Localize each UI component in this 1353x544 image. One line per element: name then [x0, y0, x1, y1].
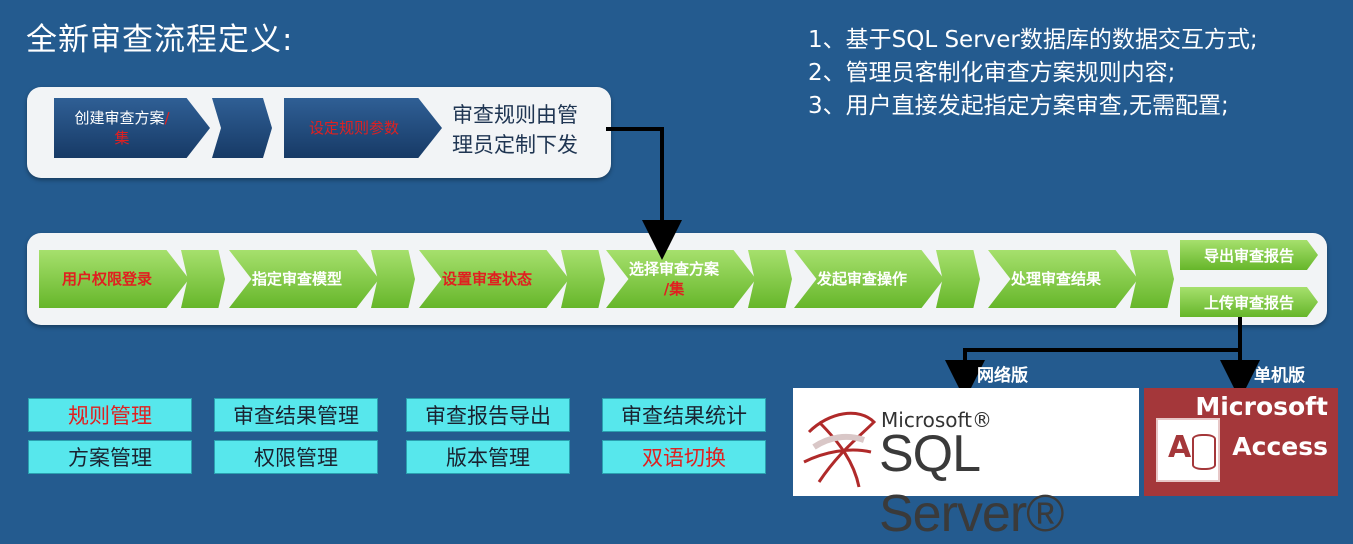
user-step-text-4: 选择审查方案: [628, 260, 719, 278]
upload-report-label: 上传审查报告: [1203, 293, 1294, 312]
description-line-1: 审查规则由管: [452, 103, 578, 127]
user-step-connector-3: [561, 250, 605, 308]
user-step-2: [229, 250, 379, 308]
module-7: 版本管理: [406, 440, 570, 474]
user-step-text-2: 指定审查模型: [251, 270, 342, 288]
admin-to-user-arrow: [606, 127, 682, 260]
user-step-label-2: 指定审查模型: [233, 250, 361, 308]
admin-step-set-params: [284, 98, 442, 158]
admin-arrow-connector: [212, 98, 272, 158]
access-icon: A: [1156, 418, 1220, 482]
user-step-3: [419, 250, 569, 308]
admin-step-set-params-label: 设定规则参数: [308, 119, 399, 137]
user-step-label-1: 用户权限登录: [43, 250, 171, 308]
module-8: 双语切换: [602, 440, 766, 474]
admin-step-create-plan-label: 创建审查方案/ 集: [58, 104, 186, 152]
user-step-connector-6: [1130, 250, 1174, 308]
sql-server-icon: [803, 411, 877, 488]
create-plan-slash: /: [164, 109, 170, 127]
note-line-2: 2、管理员客制化审查方案规则内容;: [808, 60, 1176, 86]
user-step-1: [39, 250, 189, 308]
user-step-connector-5: [936, 250, 980, 308]
user-step-label-4: 选择审查方案/集: [610, 250, 738, 308]
admin-flow-description: 审查规则由管 理员定制下发: [452, 100, 602, 160]
note-line-1: 1、基于SQL Server数据库的数据交互方式;: [808, 27, 1258, 53]
description-line-2: 理员定制下发: [452, 133, 578, 157]
access-db-icon: [1192, 434, 1216, 470]
export-report-step: 导出审查报告: [1180, 240, 1318, 270]
module-1: 规则管理: [28, 398, 192, 432]
sql-server-logo: Microsoft® SQL Server®: [793, 388, 1139, 543]
sql-microsoft-text: Microsoft®: [881, 408, 993, 432]
module-6: 权限管理: [214, 440, 378, 474]
create-plan-set: 集: [114, 129, 130, 147]
sql-server-text: SQL Server®: [879, 425, 1064, 543]
user-step-subtext-4: /集: [663, 280, 685, 298]
access-name-text: Access: [1232, 432, 1328, 461]
user-step-text-3: 设置审查状态: [441, 270, 532, 288]
user-step-text-6: 处理审查结果: [1010, 270, 1101, 288]
module-2: 审查结果管理: [214, 398, 378, 432]
note-line-3: 3、用户直接发起指定方案审查,无需配置;: [808, 93, 1229, 119]
user-step-label-6: 处理审查结果: [992, 250, 1120, 308]
access-microsoft-text: Microsoft: [1195, 392, 1328, 421]
connector-arrows: [606, 127, 1260, 400]
access-letter: A: [1168, 430, 1192, 465]
user-step-connector-2: [371, 250, 415, 308]
standalone-edition-label: 单机版: [1254, 366, 1305, 386]
admin-step-create-plan: [54, 98, 210, 158]
feature-notes: 1、基于SQL Server数据库的数据交互方式; 2、管理员客制化审查方案规则…: [808, 24, 1348, 123]
user-step-text-1: 用户权限登录: [61, 270, 152, 288]
upload-report-step: 上传审查报告: [1180, 287, 1318, 317]
user-step-label-3: 设置审查状态: [423, 250, 551, 308]
module-3: 审查报告导出: [406, 398, 570, 432]
user-step-connector-4: [748, 250, 792, 308]
user-step-label-5: 发起审查操作: [798, 250, 926, 308]
module-5: 方案管理: [28, 440, 192, 474]
network-edition-label: 网络版: [977, 366, 1028, 386]
page-title: 全新审查流程定义:: [26, 22, 294, 58]
network-edition-arrow: [945, 348, 1240, 400]
access-logo: A Microsoft Access: [1144, 388, 1338, 496]
create-plan-text: 创建审查方案: [74, 109, 165, 127]
user-step-connector-1: [181, 250, 225, 308]
module-4: 审查结果统计: [602, 398, 766, 432]
export-report-label: 导出审查报告: [1203, 246, 1294, 265]
user-step-text-5: 发起审查操作: [816, 270, 907, 288]
user-step-5: [794, 250, 944, 308]
user-step-6: [988, 250, 1138, 308]
